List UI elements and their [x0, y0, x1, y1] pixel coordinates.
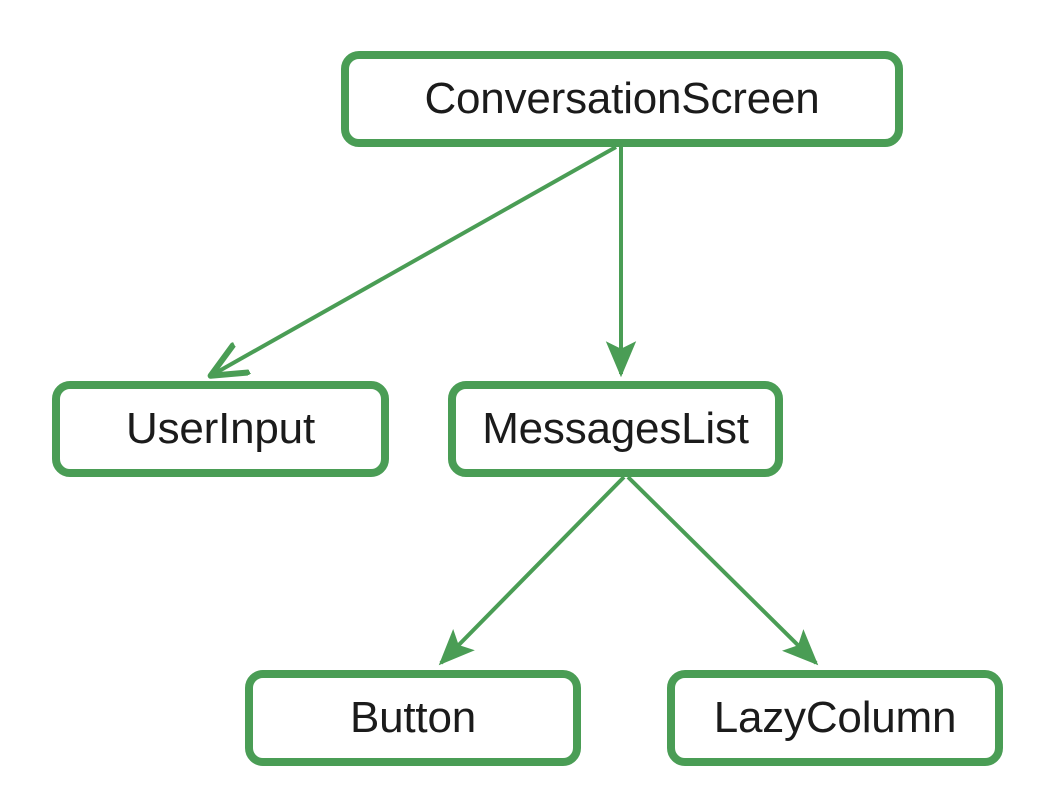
node-button[interactable]: Button	[245, 670, 581, 766]
edge-group	[212, 145, 819, 666]
edge-messageslist-to-button	[438, 475, 626, 666]
edge-conversationscreen-to-userinput	[212, 145, 617, 375]
node-label-messages-list: MessagesList	[482, 404, 749, 453]
node-label-lazy-column: LazyColumn	[713, 693, 957, 742]
node-label-conversation-screen: ConversationScreen	[424, 74, 820, 123]
node-user-input[interactable]: UserInput	[52, 381, 389, 477]
node-label-button: Button	[349, 693, 476, 742]
node-conversation-screen[interactable]: ConversationScreen	[341, 51, 903, 147]
node-label-user-input: UserInput	[126, 404, 315, 453]
node-lazy-column[interactable]: LazyColumn	[667, 670, 1003, 766]
node-messages-list[interactable]: MessagesList	[448, 381, 783, 477]
edge-messageslist-to-lazycolumn	[626, 475, 819, 666]
